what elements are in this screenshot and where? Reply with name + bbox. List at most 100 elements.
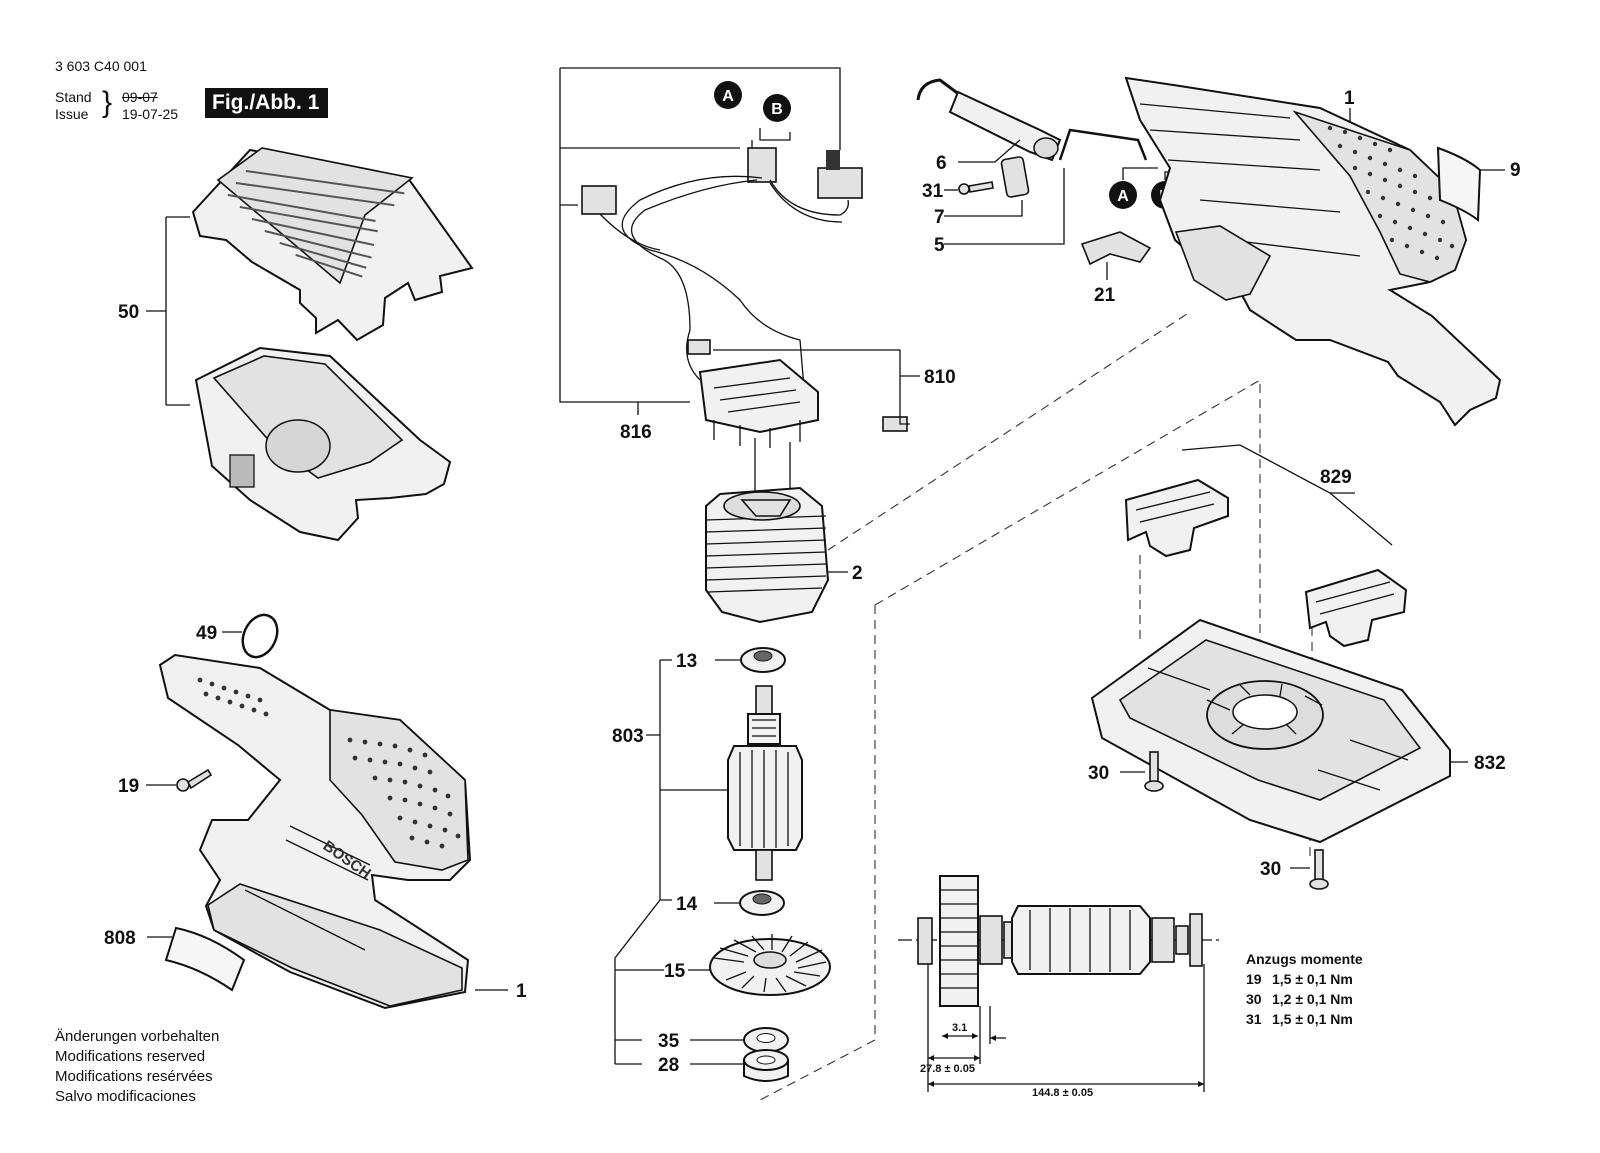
label-2: 2	[852, 563, 863, 584]
connector-a-top-letter: A	[1117, 188, 1129, 205]
leader-50	[146, 216, 190, 406]
dimension-27-8: 27.8 ± 0.05	[920, 1063, 975, 1075]
label-49: 49	[196, 623, 217, 644]
leader-6	[958, 139, 1021, 163]
leader-7	[944, 200, 1023, 217]
lid-vent-grid	[227, 170, 405, 278]
grip-dots	[197, 677, 461, 849]
dimension-3-1: 3.1	[952, 1022, 967, 1034]
issue-label: Issue	[55, 106, 89, 122]
armature-dimension-drawing	[898, 875, 1220, 1092]
label-1-bottom: 1	[516, 981, 527, 1002]
label-28: 28	[658, 1055, 679, 1076]
assembly-line-3	[759, 605, 876, 1101]
label-35: 35	[658, 1031, 680, 1052]
base-plate-832	[1090, 618, 1451, 844]
label-14: 14	[676, 894, 698, 915]
cable-harness	[581, 147, 908, 432]
bearing-13	[740, 647, 786, 673]
screw-19	[176, 768, 213, 792]
dust-box-lid	[191, 147, 474, 342]
connector-a: A	[714, 81, 742, 109]
housing-vent-dots	[1327, 125, 1455, 261]
bearing-14	[739, 890, 785, 916]
clip-21	[1080, 231, 1152, 266]
label-50: 50	[118, 302, 139, 323]
label-816: 816	[620, 422, 652, 443]
fan-15	[709, 934, 831, 996]
torque-title: Anzugs momente	[1246, 951, 1363, 967]
label-31: 31	[922, 181, 944, 202]
torque-value: 1,5 ± 0,1 Nm	[1272, 971, 1353, 987]
handle-part	[1174, 225, 1272, 301]
torque-row: 19 1,5 ± 0,1 Nm	[1246, 969, 1363, 989]
label-6: 6	[936, 153, 947, 174]
label-15: 15	[664, 961, 686, 982]
figure-label: Fig./Abb. 1	[205, 88, 329, 118]
label-9: 9	[1510, 160, 1521, 181]
armature-803	[727, 685, 803, 881]
stator-2	[705, 486, 830, 624]
label-21: 21	[1094, 285, 1116, 306]
cable-clamp-5	[1058, 128, 1148, 161]
torque-part: 19	[1246, 971, 1262, 987]
modifications-de: Änderungen vorbehalten	[55, 1028, 220, 1045]
label-832: 832	[1474, 753, 1506, 774]
modifications-en: Modifications reserved	[55, 1048, 206, 1065]
modifications-fr: Modifications resérvées	[55, 1068, 213, 1085]
assembled-sander: BOSCH	[158, 653, 472, 1010]
label-810: 810	[924, 367, 956, 388]
stand-date: 09-07	[122, 89, 158, 105]
torque-value: 1,2 ± 0,1 Nm	[1272, 991, 1353, 1007]
part-35	[743, 1027, 789, 1053]
foot-829-b	[1304, 568, 1408, 648]
screw-31	[958, 181, 994, 195]
assembly-line-1	[827, 311, 1191, 551]
torque-row: 31 1,5 ± 0,1 Nm	[1246, 1009, 1363, 1029]
power-cord-6	[916, 78, 1062, 162]
leader-829	[1181, 444, 1393, 546]
label-803: 803	[612, 726, 644, 747]
torque-table: Anzugs momente 19 1,5 ± 0,1 Nm 30 1,2 ± 0,…	[1246, 949, 1363, 1029]
torque-part: 30	[1246, 991, 1262, 1007]
label-808: 808	[104, 928, 136, 949]
stand-brace: }	[102, 86, 113, 119]
sanding-sheet-808	[164, 926, 246, 992]
label-829: 829	[1320, 467, 1352, 488]
o-ring-49	[241, 613, 279, 659]
connector-a-letter: A	[722, 88, 734, 105]
leader-5	[944, 168, 1065, 245]
frame-816	[559, 67, 841, 403]
torque-row: 30 1,2 ± 0,1 Nm	[1246, 989, 1363, 1009]
part-7	[1000, 156, 1030, 198]
motor-housing-1	[1124, 76, 1502, 427]
stand-label: Stand	[55, 89, 92, 105]
label-sheet-9	[1436, 146, 1482, 222]
document-number: 3 603 C40 001	[55, 58, 147, 74]
foot-829-a	[1124, 478, 1229, 558]
connector-ab-leaders	[751, 128, 791, 148]
issue-date: 19-07-25	[122, 106, 179, 122]
connector-b-letter: B	[771, 101, 783, 118]
armature-bracket	[614, 659, 728, 1065]
label-5: 5	[934, 235, 945, 256]
modifications-notice: Änderungen vorbehalten Modifications res…	[55, 1027, 219, 1107]
label-30-top: 30	[1088, 763, 1109, 784]
torque-part: 31	[1246, 1011, 1262, 1027]
part-number-labels: 1 9 6 31 7 5 21 50 816 810 2 829 13 803 …	[104, 88, 1521, 1099]
dimension-144-8: 144.8 ± 0.05	[1032, 1087, 1093, 1099]
leader-810	[713, 349, 920, 425]
label-1-top: 1	[1344, 88, 1355, 109]
label-13: 13	[676, 651, 697, 672]
label-7: 7	[934, 207, 945, 228]
torque-value: 1,5 ± 0,1 Nm	[1272, 1011, 1353, 1027]
screw-30-bottom	[1309, 849, 1329, 890]
screw-30-top	[1144, 751, 1164, 792]
dust-box-container	[194, 346, 452, 542]
switch-module	[698, 358, 819, 448]
label-30-bottom: 30	[1260, 859, 1281, 880]
connector-b: B	[763, 94, 791, 122]
modifications-es: Salvo modificaciones	[55, 1088, 196, 1105]
label-19: 19	[118, 776, 139, 797]
